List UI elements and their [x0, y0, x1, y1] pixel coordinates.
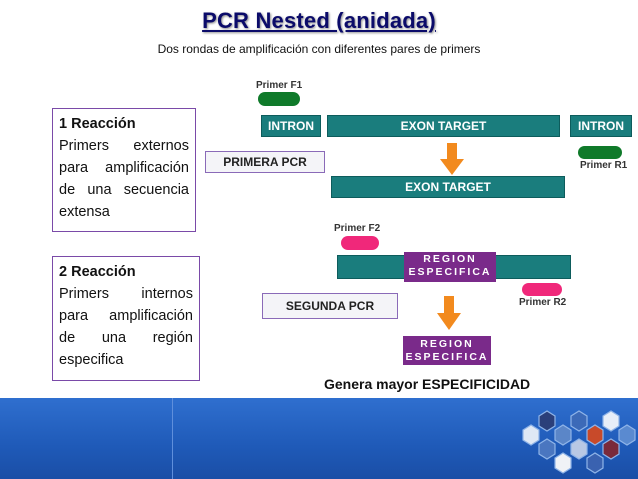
reaction1-heading: 1 Reacción: [59, 116, 136, 132]
segunda-pcr-label: SEGUNDA PCR: [262, 293, 398, 319]
primer-f2-label: Primer F2: [334, 223, 381, 234]
region-line1: REGION: [423, 253, 477, 265]
reaction1-box: 1 Reacción Primers externos para amplifi…: [52, 108, 196, 232]
primer-r1-label: Primer R1: [580, 160, 628, 171]
primera-pcr-label: PRIMERA PCR: [205, 151, 325, 173]
exon-target-product-bar: EXON TARGET: [331, 176, 565, 198]
primer-r2-label: Primer R2: [519, 297, 567, 308]
page-title: PCR Nested (anidada): [202, 8, 436, 33]
region-especifica-product: REGION ESPECIFICA: [403, 336, 491, 365]
down-arrow-2: [437, 296, 461, 330]
region-product-line2: ESPECIFICA: [405, 351, 489, 363]
primer-r2-marker: [522, 283, 562, 296]
primer-r1-marker: [578, 146, 622, 159]
reaction1-body: Primers externos para amplificación de u…: [59, 138, 189, 220]
footer-divider: [172, 398, 173, 479]
reaction2-box: 2 Reacción Primers internos para amplifi…: [52, 256, 200, 381]
exon-target-bar: EXON TARGET: [327, 115, 560, 137]
reaction2-heading: 2 Reacción: [59, 264, 136, 280]
reaction2-body: Primers internos para amplificación de u…: [59, 286, 193, 368]
region-product-line1: REGION: [420, 338, 474, 350]
intron-right-bar: INTRON: [570, 115, 632, 137]
hexagon-cluster-image: [522, 410, 636, 474]
region-especifica-segment: REGION ESPECIFICA: [404, 252, 496, 282]
region-line2: ESPECIFICA: [408, 266, 492, 278]
conclusion-text: Genera mayor ESPECIFICIDAD: [324, 376, 531, 392]
primer-f1-label: Primer F1: [256, 80, 303, 91]
primer-f1-marker: [258, 92, 300, 106]
page-subtitle: Dos rondas de amplificación con diferent…: [157, 42, 481, 56]
down-arrow-1: [440, 143, 464, 175]
intron-left-bar: INTRON: [261, 115, 321, 137]
primer-f2-marker: [341, 236, 379, 250]
